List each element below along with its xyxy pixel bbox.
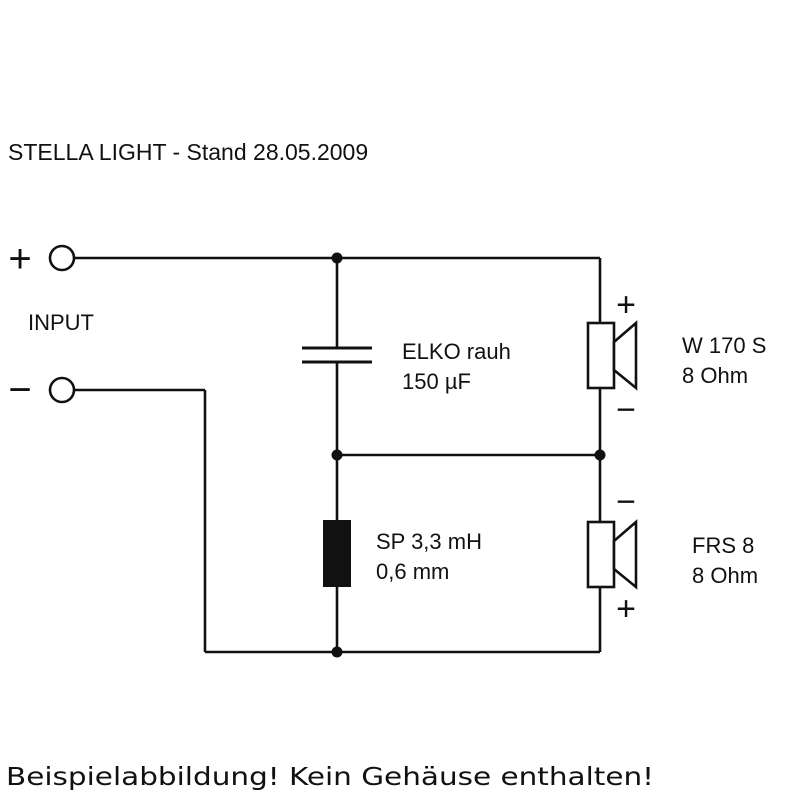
fullrange-polarity-top: −	[616, 483, 636, 521]
inductor-label: SP 3,3 mH	[376, 529, 482, 554]
fullrange-polarity-bottom: +	[616, 590, 636, 628]
woofer-polarity-top: +	[616, 286, 636, 324]
capacitor-label: ELKO rauh	[402, 339, 511, 364]
junction-dot	[594, 449, 606, 461]
junctions	[331, 252, 606, 658]
minus-terminal-icon	[48, 376, 76, 404]
fullrange-speaker-icon	[586, 519, 638, 590]
woofer-name: W 170 S	[682, 333, 766, 358]
fullrange-magnet	[586, 520, 616, 589]
input-minus-sign: −	[8, 368, 31, 412]
fullrange-impedance: 8 Ohm	[692, 563, 758, 588]
input-label: INPUT	[28, 310, 94, 335]
woofer-cone	[612, 320, 638, 391]
junction-dot	[331, 449, 343, 461]
fullrange-cone	[612, 519, 638, 590]
inductor-wire-gauge: 0,6 mm	[376, 559, 449, 584]
woofer-magnet	[586, 321, 616, 390]
inductor-icon	[323, 520, 351, 587]
woofer-speaker-icon	[586, 320, 638, 391]
junction-dot	[331, 252, 343, 264]
fullrange-name: FRS 8	[692, 533, 754, 558]
plus-terminal-icon	[48, 244, 76, 272]
woofer-impedance: 8 Ohm	[682, 363, 748, 388]
diagram-title: STELLA LIGHT - Stand 28.05.2009	[8, 139, 368, 165]
input-plus-sign: +	[8, 237, 31, 281]
input-terminals: + − INPUT	[8, 237, 94, 412]
woofer-polarity-bottom: −	[616, 391, 636, 429]
footer-disclaimer: Beispielabbildung! Kein Gehäuse enthalte…	[6, 762, 654, 791]
capacitor-value: 150 µF	[402, 369, 471, 394]
junction-dot	[331, 646, 343, 658]
capacitor-icon	[302, 346, 372, 364]
